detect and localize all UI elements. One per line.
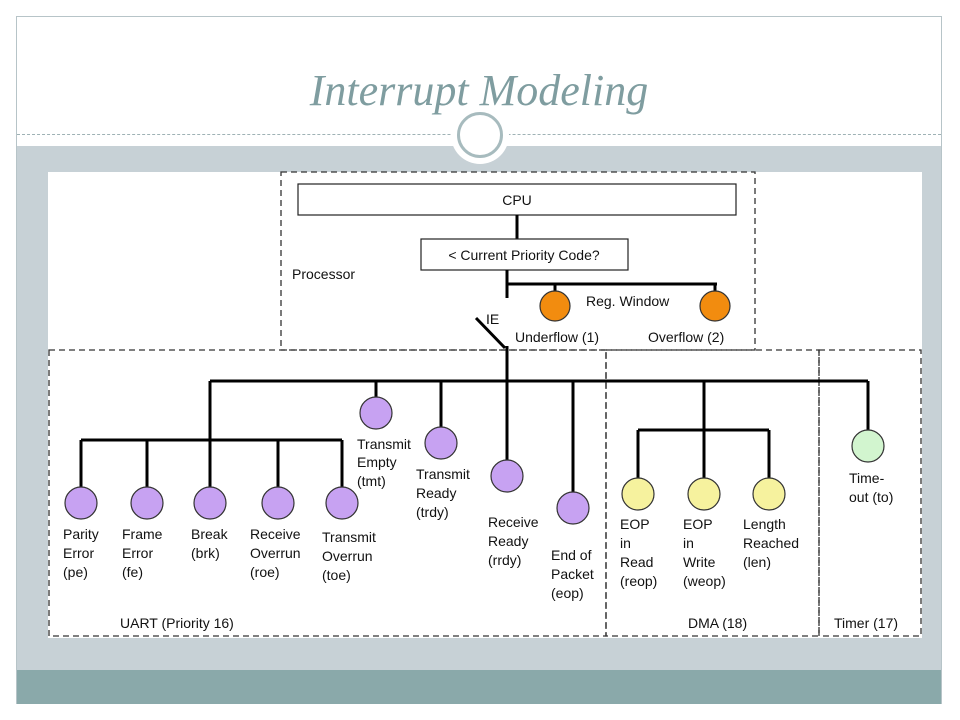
priority-check-box [420,238,629,271]
receive-overrun-node [261,486,295,520]
eop-read-node [621,477,655,511]
cpu-label: CPU [502,192,532,208]
parity-error-label: Parity Error (pe) [63,526,103,580]
overflow-node [699,290,731,322]
receive-overrun-label: Receive Overrun (roe) [250,526,304,580]
priority-check-label: < Current Priority Code? [448,247,600,263]
transmit-overrun-label: Transmit Overrun (toe) [322,529,380,583]
eop-read-label: EOP in Read (reop) [620,516,657,589]
frame-error-node [130,486,164,520]
parity-error-node [64,486,98,520]
overflow-label: Overflow (2) [648,329,724,345]
break-label: Break (brk) [191,526,231,561]
timer-section [818,349,922,637]
timer-section-label: Timer (17) [834,615,898,631]
uart-section-label: UART (Priority 16) [120,615,234,631]
length-reached-node [752,477,786,511]
transmit-ready-label: Transmit Ready (trdy) [416,466,474,520]
end-of-packet-node [556,491,590,525]
frame-error-label: Frame Error (fe) [122,526,166,580]
ie-switch [474,316,507,350]
transmit-empty-label: Transmit Empty (tmt) [357,436,415,489]
receive-ready-label: Receive Ready (rrdy) [488,514,542,568]
break-node [193,486,227,520]
timeout-label: Time- out (to) [849,470,893,505]
processor-box [280,171,756,351]
reg-window-label: Reg. Window [586,293,670,309]
underflow-node [539,290,571,322]
processor-label: Processor [292,266,355,282]
receive-ready-node [490,459,524,493]
dma-section-label: DMA (18) [688,615,747,631]
eop-write-node [687,477,721,511]
transmit-empty-node [359,396,393,430]
length-reached-label: Length Reached (len) [743,516,803,570]
timeout-node [851,429,885,463]
end-of-packet-label: End of Packet (eop) [551,547,598,601]
eop-write-label: EOP in Write (weop) [683,516,726,589]
transmit-overrun-node [325,486,359,520]
bottom-band [17,670,941,704]
decorative-ring-inner [457,112,503,158]
underflow-label: Underflow (1) [515,329,599,345]
ie-label: IE [486,311,499,327]
transmit-ready-node [424,426,458,460]
